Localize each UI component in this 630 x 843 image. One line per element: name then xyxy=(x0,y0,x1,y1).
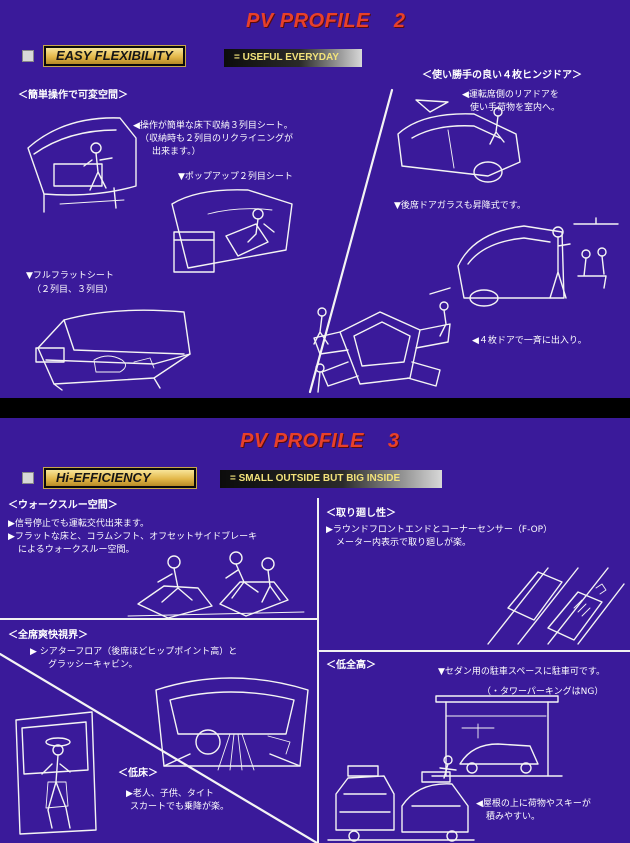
pv-profile-2-panel: PV PROFILE 2 EASY FLEXIBILITY = USEFUL EV… xyxy=(0,0,630,398)
caption-window: ▼後席ドアガラスも昇降式です。 xyxy=(394,201,526,211)
caption-turning-2: メーター内表示で取り廻しが楽。 xyxy=(336,538,472,548)
feature-tagline: = SMALL OUTSIDE BUT BIG INSIDE xyxy=(220,470,442,488)
square-bullet-icon xyxy=(22,472,34,484)
caption-roof-2: 積みやすい。 xyxy=(486,812,541,822)
vertical-divider xyxy=(317,498,319,843)
page-title-2: PV PROFILE 2 xyxy=(246,10,406,33)
caption-walk-2: ▶フラットな床と、コラムシフト、オフセットサイドブレーキ xyxy=(8,532,258,542)
caption-visibility-1: ▶ シアターフロア（後席ほどヒップポイント高）と xyxy=(30,647,238,657)
interior-view-illustration xyxy=(155,677,309,771)
section-header-walk-through: ＜ウォークスルー空間＞ xyxy=(8,500,118,511)
section-header-variable-space: ＜簡単操作で可変空間＞ xyxy=(18,90,128,101)
popup-seat-illustration xyxy=(171,189,293,273)
caption-floor-1: ▶老人、子供、タイト xyxy=(126,789,214,799)
rear-door-illustration xyxy=(397,99,521,183)
horizontal-divider-right xyxy=(317,650,630,652)
title-text: PV PROFILE xyxy=(240,430,364,452)
feature-tagline: = USEFUL EVERYDAY xyxy=(224,49,362,67)
horizontal-divider-left xyxy=(0,618,317,620)
caption-third-row-1: ◀操作が簡単な床下収納３列目シート。 xyxy=(133,121,293,131)
full-flat-seat-illustration xyxy=(35,309,191,391)
caption-rear-door-1: ◀運転席側のリアドアを xyxy=(462,90,559,100)
feature-badge: Hi-EFFICIENCY xyxy=(43,467,197,489)
pv-profile-3-panel: PV PROFILE 3 Hi-EFFICIENCY = SMALL OUTSID… xyxy=(0,418,630,843)
caption-full-flat-2: （２列目、３列目） xyxy=(32,285,114,295)
caption-visibility-2: グラッシーキャビン。 xyxy=(48,660,138,670)
low-floor-illustration xyxy=(15,711,97,835)
window-illustration xyxy=(457,217,619,307)
caption-popup-seat: ▼ポップアップ２列目シート xyxy=(178,172,293,182)
caption-floor-2: スカートでも乗降が楽。 xyxy=(130,802,230,812)
caption-walk-1: ▶信号停止でも運転交代出来ます。 xyxy=(8,519,150,529)
section-header-turning: ＜取り廻し性＞ xyxy=(326,508,396,519)
caption-height-2: （・タワーパーキングはNG） xyxy=(482,687,604,697)
title-text: PV PROFILE xyxy=(246,10,370,32)
square-bullet-icon xyxy=(22,50,34,62)
corner-sensor-illustration xyxy=(487,567,625,645)
caption-rear-door-2: 使い手荷物を室内へ。 xyxy=(470,103,561,113)
four-doors-illustration xyxy=(313,287,451,393)
section-header-low-floor: ＜低床＞ xyxy=(118,768,158,779)
caption-third-row-3: 出来ます。） xyxy=(152,147,201,157)
caption-third-row-2: （収納時も２列目のリクライニングが xyxy=(140,134,294,144)
caption-turning-1: ▶ラウンドフロントエンドとコーナーセンサー（F-OP） xyxy=(326,525,553,535)
section-header-visibility: ＜全席爽快視界＞ xyxy=(8,630,88,641)
caption-roof-1: ◀屋根の上に荷物やスキーが xyxy=(476,799,591,809)
diagonal-divider xyxy=(0,652,319,843)
third-row-seat-illustration xyxy=(27,117,137,213)
caption-height-1: ▼セダン用の駐車スペースに駐車可です。 xyxy=(438,667,605,677)
diagonal-divider xyxy=(308,88,394,394)
title-number: 2 xyxy=(393,10,406,32)
title-number: 3 xyxy=(387,430,400,452)
caption-four-doors: ◀４枚ドアで一斉に出入り。 xyxy=(472,336,587,346)
page-title-3: PV PROFILE 3 xyxy=(240,430,400,453)
feature-badge: EASY FLEXIBILITY xyxy=(43,45,186,67)
caption-walk-3: によるウォークスルー空間。 xyxy=(18,545,135,555)
section-header-low-height: ＜低全高＞ xyxy=(326,660,376,671)
roof-load-illustration xyxy=(327,755,475,842)
caption-full-flat-1: ▼フルフラットシート xyxy=(26,271,114,281)
section-header-hinge-doors: ＜使い勝手の良い４枚ヒンジドア＞ xyxy=(422,70,582,81)
walk-through-illustration xyxy=(127,551,305,619)
